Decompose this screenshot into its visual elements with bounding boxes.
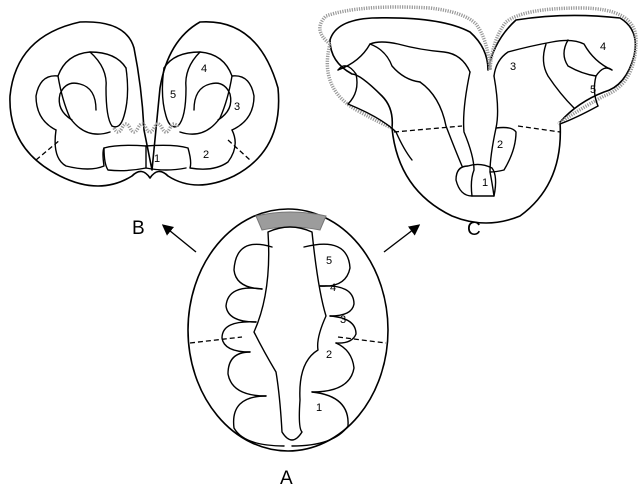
arrow-to-b <box>164 226 196 252</box>
panel-b: 1 2 3 4 5 B <box>10 22 279 239</box>
panel-b-label-5: 5 <box>170 89 176 101</box>
panel-b-title: B <box>132 218 145 239</box>
panel-a-outer-boundary <box>188 209 388 451</box>
panel-b-label-4: 4 <box>201 63 207 75</box>
panel-c-label-4: 4 <box>600 41 606 53</box>
panel-c-label-2: 2 <box>497 139 503 151</box>
panel-a-label-3: 3 <box>340 314 346 326</box>
panel-a-title: A <box>280 468 293 486</box>
panel-a-label-4: 4 <box>330 282 336 294</box>
panel-a-label-1: 1 <box>316 402 322 414</box>
panel-a-label-2: 2 <box>326 349 332 361</box>
panel-c-title: C <box>467 219 481 240</box>
panel-c-label-1: 1 <box>482 177 488 189</box>
panel-b-label-3: 3 <box>234 101 240 113</box>
panel-a-label-5: 5 <box>326 255 332 267</box>
panel-b-label-1: 1 <box>154 153 160 165</box>
panel-c: 1 2 3 4 5 C <box>320 7 636 240</box>
arrow-to-c <box>384 226 418 252</box>
panel-c-label-5: 5 <box>590 84 596 96</box>
panel-b-label-2: 2 <box>203 149 209 161</box>
panel-a: 5 4 3 2 1 A <box>188 209 388 486</box>
panel-c-label-3: 3 <box>510 61 516 73</box>
